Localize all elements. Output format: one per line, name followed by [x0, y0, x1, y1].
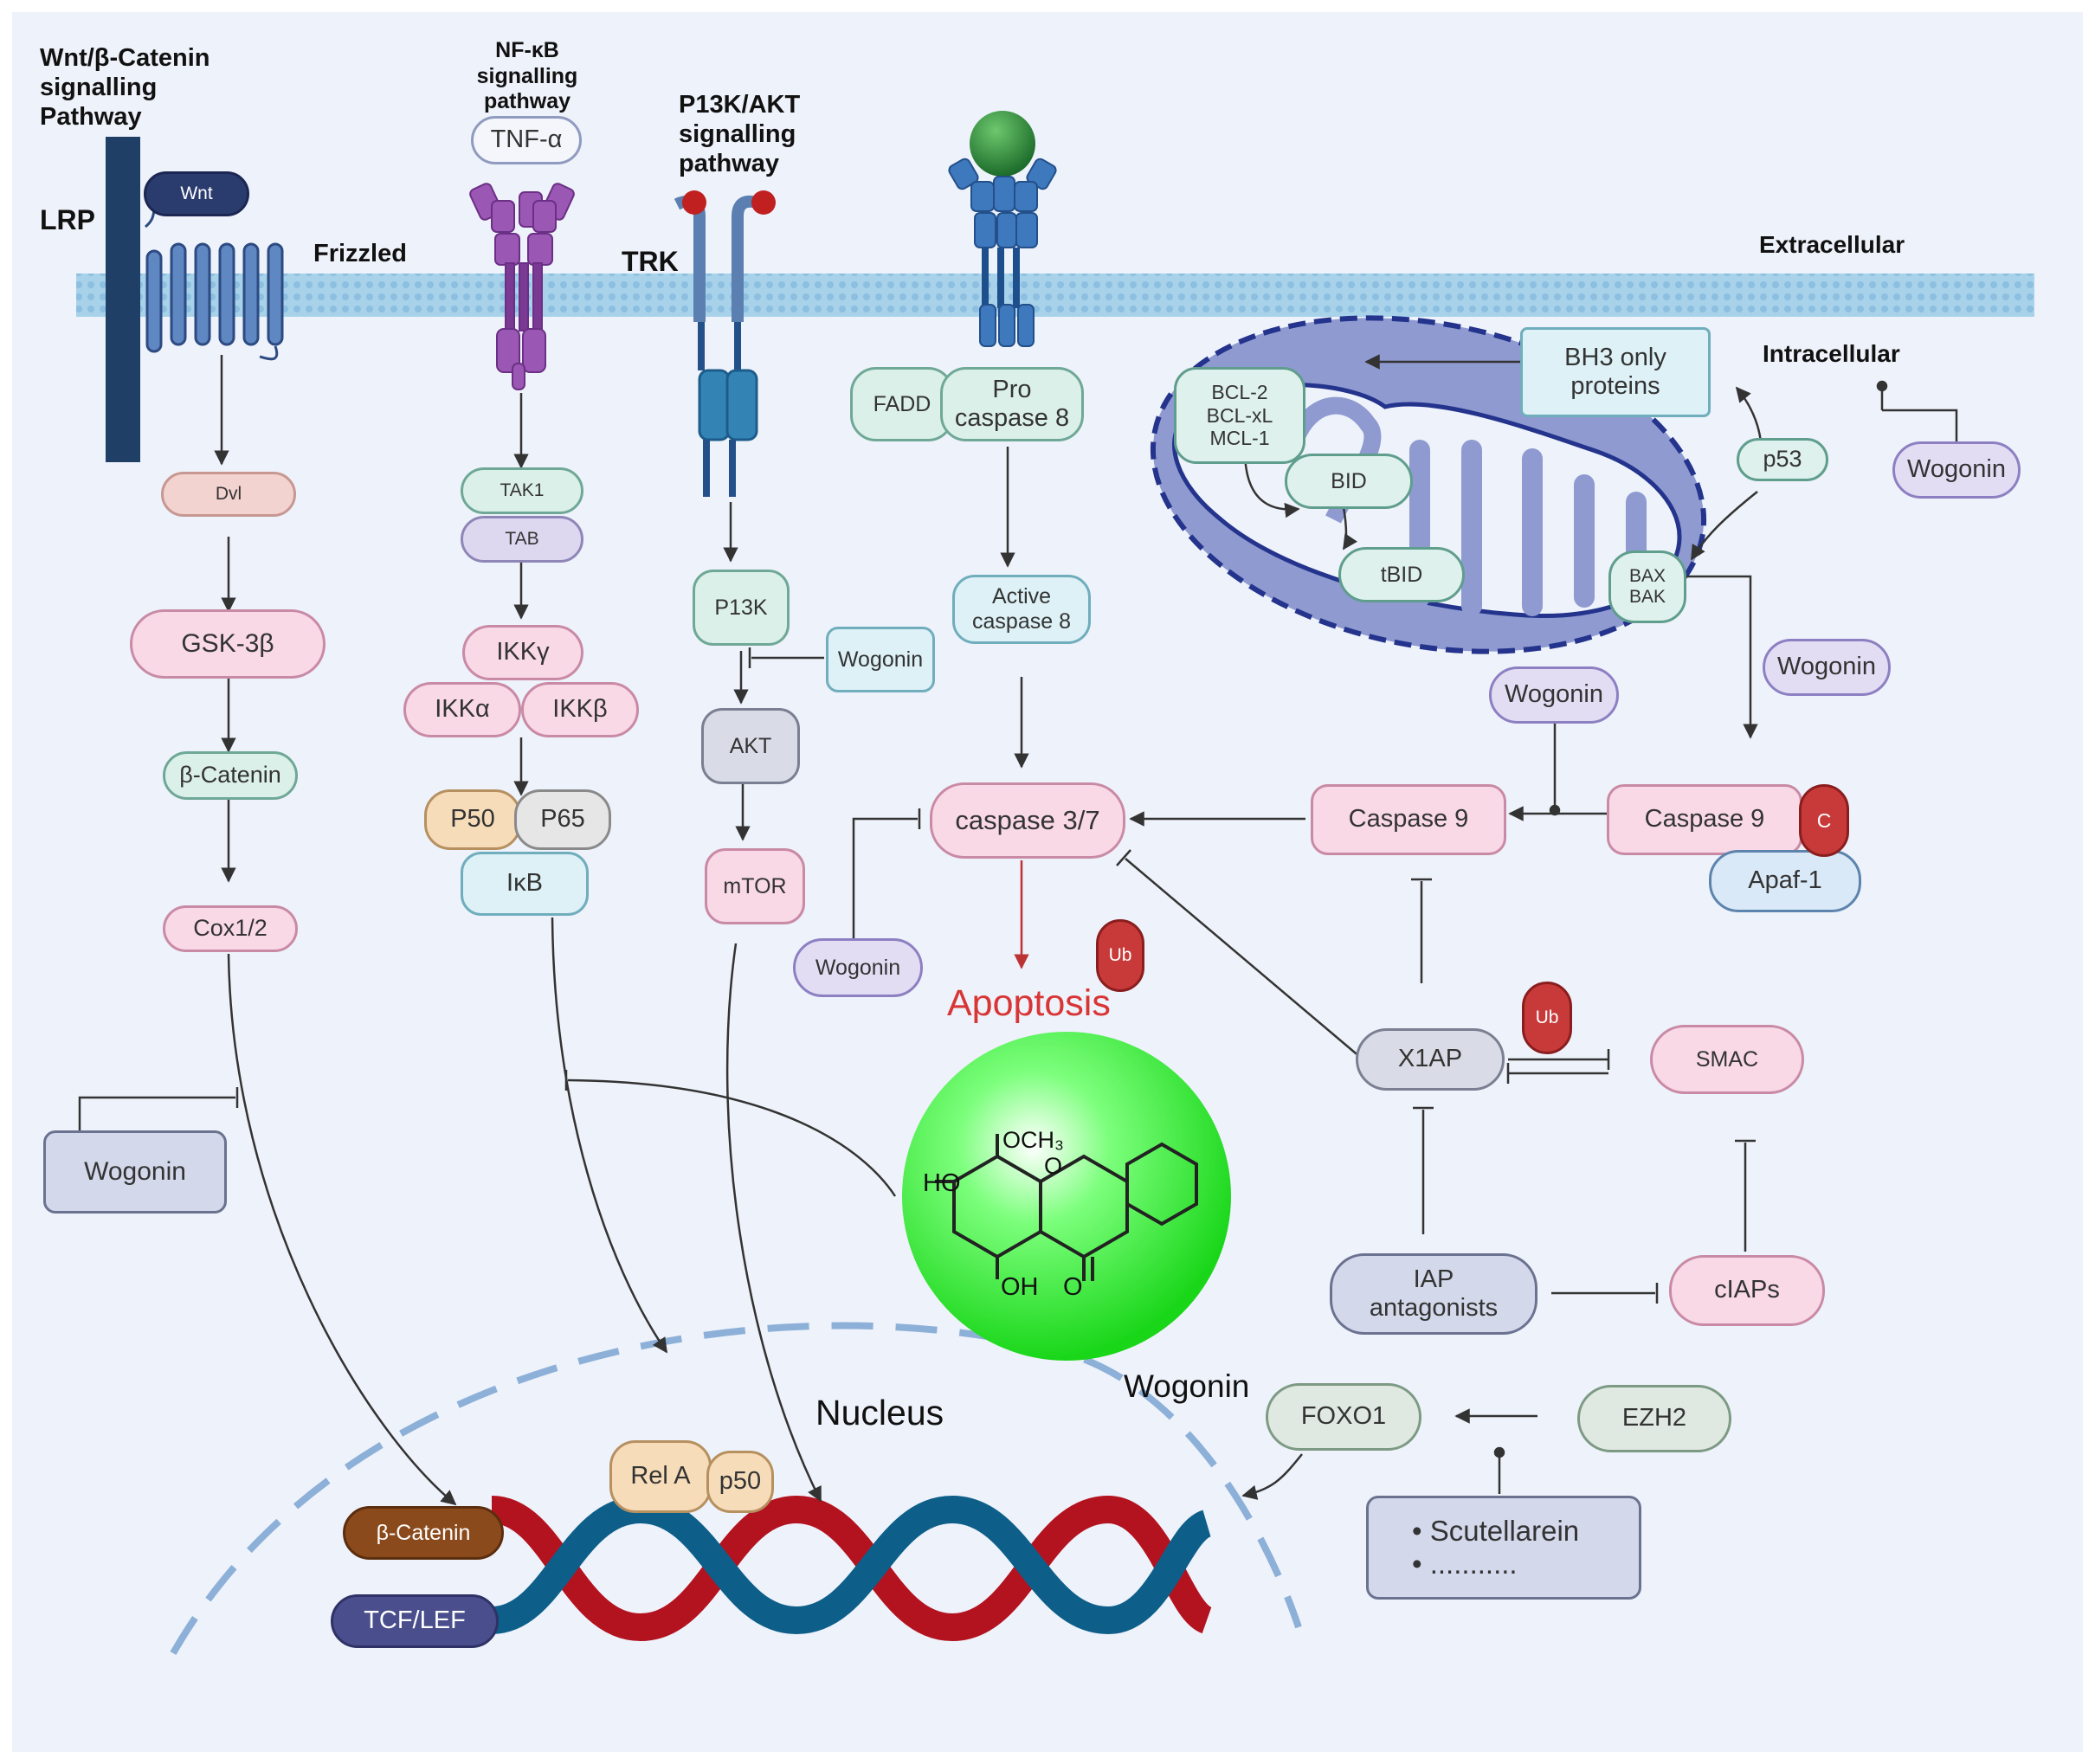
- ub-badge-apoptosis: Ub: [1096, 919, 1144, 992]
- mtor-node: mTOR: [705, 848, 805, 924]
- cell-membrane: [76, 274, 2034, 317]
- tak1-node: TAK1: [461, 467, 583, 514]
- trk-receptor: [674, 190, 776, 497]
- beta-catenin-node: β-Catenin: [163, 751, 298, 800]
- p50-nucleus-node: p50: [706, 1451, 774, 1513]
- compound-o-keto-label: O: [1063, 1273, 1083, 1301]
- dna-helix: [490, 1495, 1214, 1642]
- bcl-family-node: BCL-2 BCL-xL MCL-1: [1174, 367, 1305, 464]
- tab-node: TAB: [461, 516, 583, 563]
- active-caspase8-node: Active caspase 8: [952, 575, 1091, 644]
- pi3k-node: P13K: [693, 570, 790, 646]
- wnt-node: Wnt: [144, 171, 249, 216]
- rela-node: Rel A: [609, 1440, 712, 1513]
- tnfa-node: TNF-α: [471, 116, 582, 164]
- ciaps-node: cIAPs: [1669, 1255, 1825, 1326]
- tcf-lef-node: TCF/LEF: [331, 1594, 499, 1648]
- trk-label: TRK: [622, 246, 679, 277]
- wogonin-structure: [935, 1134, 1198, 1281]
- ikb-node: IκB: [461, 852, 589, 916]
- compound-och3-label: OCH₃: [1002, 1127, 1064, 1153]
- p50-node: P50: [424, 789, 521, 850]
- ezh2-node: EZH2: [1577, 1385, 1731, 1452]
- lrp-receptor: [106, 137, 140, 462]
- bid-node: BID: [1285, 454, 1413, 509]
- dvl-node: Dvl: [161, 472, 296, 517]
- caspase9-node: Caspase 9: [1311, 784, 1506, 855]
- bax-bak-node: BAX BAK: [1608, 550, 1686, 623]
- caspase9-apaf-node: Caspase 9: [1607, 784, 1802, 855]
- ikkg-node: IKKγ: [462, 625, 583, 680]
- wnt-pathway-title: Wnt/β-Catenin signalling Pathway: [40, 44, 210, 132]
- beta-catenin-nucleus-node: β-Catenin: [343, 1506, 504, 1560]
- compound-ho-label: HO: [923, 1169, 961, 1197]
- tbid-node: tBID: [1338, 547, 1465, 602]
- bh3-proteins-node: BH3 only proteins: [1520, 327, 1711, 417]
- tnf-receptor: [469, 183, 575, 390]
- ub-badge-xiap: Ub: [1522, 982, 1572, 1054]
- cox-node: Cox1/2: [163, 905, 298, 952]
- wogonin-bax-box: Wogonin: [1763, 639, 1891, 696]
- apoptosis-label: Apoptosis: [947, 982, 1111, 1024]
- extracellular-label: Extracellular: [1759, 231, 1905, 258]
- x1ap-node: X1AP: [1356, 1028, 1505, 1091]
- ikka-node: IKKα: [403, 682, 521, 737]
- scutellarein-box: • Scutellarein • ...........: [1366, 1496, 1641, 1600]
- foxo1-node: FOXO1: [1266, 1383, 1421, 1451]
- nuclear-envelope: [170, 1322, 1302, 1655]
- compound-oh-label: OH: [1001, 1273, 1039, 1301]
- wogonin-p53-box: Wogonin: [1892, 441, 2021, 499]
- wogonin-wnt-box: Wogonin: [43, 1130, 227, 1214]
- pi3k-pathway-title: P13K/AKT signalling pathway: [679, 91, 801, 178]
- pro-caspase8-node: Pro caspase 8: [940, 367, 1084, 441]
- wogonin-caspase-box: Wogonin: [793, 938, 923, 997]
- ikkb-node: IKKβ: [521, 682, 639, 737]
- caspase37-node: caspase 3/7: [930, 782, 1125, 859]
- apaf1-node: Apaf-1: [1709, 850, 1861, 912]
- c-badge: C: [1799, 784, 1849, 857]
- intracellular-label: Intracellular: [1763, 340, 1900, 367]
- lrp-label: LRP: [40, 204, 95, 235]
- frizzled-label: Frizzled: [313, 240, 407, 267]
- nfkb-pathway-title: NF-κB signalling pathway: [476, 38, 578, 113]
- akt-node: AKT: [701, 708, 800, 784]
- wogonin-mito-box: Wogonin: [1489, 666, 1619, 724]
- p53-node: p53: [1737, 438, 1828, 481]
- iap-antagonists-node: IAP antagonists: [1330, 1253, 1537, 1335]
- p65-node: P65: [514, 789, 611, 850]
- compound-sphere: [902, 1032, 1231, 1361]
- compound-o-ring-label: O: [1044, 1153, 1063, 1179]
- frizzled-receptor: [144, 206, 284, 361]
- smac-node: SMAC: [1650, 1025, 1804, 1094]
- death-receptor: [948, 111, 1057, 347]
- fadd-node: FADD: [850, 367, 954, 441]
- wogonin-pi3k-box: Wogonin: [826, 627, 935, 692]
- wogonin-text-label: Wogonin: [1124, 1368, 1250, 1404]
- nucleus-label: Nucleus: [815, 1393, 944, 1432]
- gsk3b-node: GSK-3β: [130, 609, 326, 679]
